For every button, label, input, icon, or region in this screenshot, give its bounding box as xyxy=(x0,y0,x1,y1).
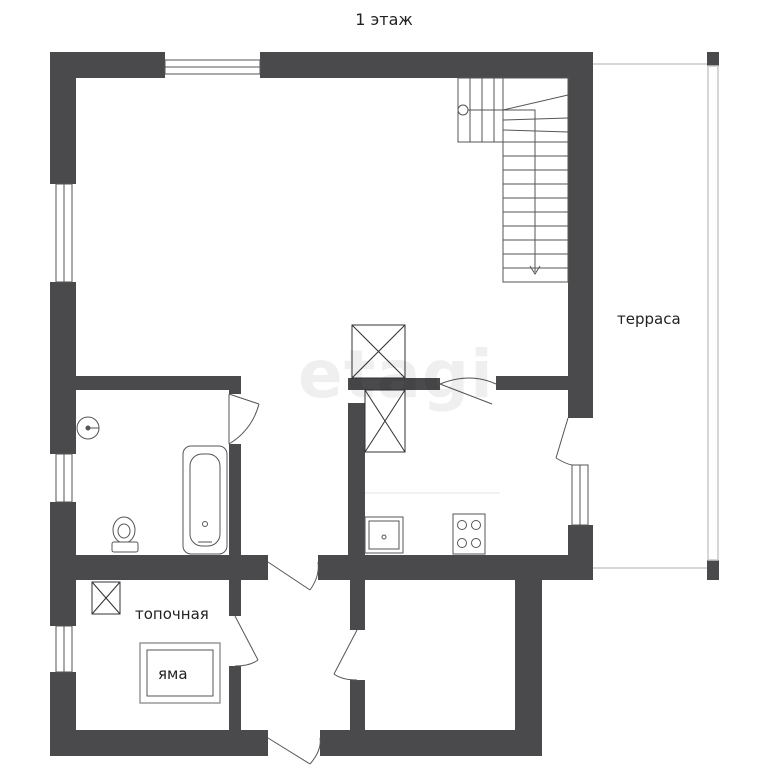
stove-burner xyxy=(457,520,467,530)
wall-mid-left xyxy=(76,555,268,580)
wall-kitchen-top-right xyxy=(496,376,593,390)
wall-mid-center xyxy=(318,555,500,580)
wall-kitchen-bottom-right xyxy=(498,555,593,580)
toilet-tank xyxy=(111,541,139,553)
stove-icon xyxy=(452,513,486,555)
walls xyxy=(50,52,719,756)
stair-winder xyxy=(502,94,569,111)
door-storage-arc xyxy=(333,673,358,681)
wall-left-1 xyxy=(50,52,76,184)
bathroom-fixtures xyxy=(76,416,228,555)
wall-corridor-left-1 xyxy=(229,580,241,616)
terrace-outline xyxy=(593,63,719,569)
wall-bath-right xyxy=(229,444,241,556)
floor-title: 1 этаж xyxy=(355,10,413,29)
wall-top-right xyxy=(260,52,593,78)
door-corridor-top-leaf xyxy=(267,561,311,591)
room-label-boiler-room: топочная xyxy=(135,605,209,623)
door-terrace-arc xyxy=(555,457,573,466)
wall-bath-top xyxy=(76,376,241,390)
door-boiler-leaf xyxy=(234,615,259,661)
stair-direction-line xyxy=(468,109,536,272)
door-kitchen-leaf xyxy=(439,383,493,405)
stove-burner xyxy=(457,538,467,548)
bathtub-inner xyxy=(189,453,221,547)
terrace-railing xyxy=(707,65,719,561)
wall-kitchen-top-left xyxy=(348,378,440,390)
stair-arrow-icon xyxy=(529,265,541,275)
toilet-bowl xyxy=(117,523,131,539)
vent-shafts xyxy=(91,324,406,615)
door-boiler-arc xyxy=(234,659,259,667)
doors xyxy=(228,377,573,765)
wall-left-3 xyxy=(50,502,76,626)
door-entrance-leaf xyxy=(267,737,311,765)
wall-bath-top-stub xyxy=(229,376,241,394)
door-bath-leaf xyxy=(228,393,260,405)
door-corridor-top-arc xyxy=(309,561,319,591)
wall-right-1 xyxy=(568,52,593,418)
door-bath-arc xyxy=(228,403,260,445)
door-entrance-arc xyxy=(309,737,321,765)
room-label-terrace: терраса xyxy=(617,310,681,328)
stove-burner xyxy=(471,538,481,548)
sink-drain xyxy=(85,425,91,431)
stove-burner xyxy=(471,520,481,530)
vent-cross xyxy=(351,324,406,379)
wall-corridor-left-2 xyxy=(229,666,241,756)
vent-cross xyxy=(364,389,406,453)
watermark: etagi xyxy=(298,336,494,413)
stair-start-circle-icon xyxy=(457,104,469,116)
wall-left-2 xyxy=(50,282,76,454)
door-terrace-leaf xyxy=(555,417,569,459)
pit xyxy=(139,642,221,704)
door-storage-leaf xyxy=(333,629,358,675)
vent-cross xyxy=(91,581,121,615)
windows xyxy=(55,59,589,673)
staircase xyxy=(457,77,569,283)
wall-kitchen-left xyxy=(348,403,365,555)
kitchen-sink-drain xyxy=(381,534,387,540)
wall-corridor-right-1 xyxy=(350,580,365,630)
terrace-post-top xyxy=(707,52,719,66)
kitchen-fixtures xyxy=(364,492,500,555)
door-kitchen-arc xyxy=(439,377,497,385)
wall-right-lower xyxy=(515,555,542,755)
kitchen-sink-basin xyxy=(368,520,400,550)
wall-corridor-right-2 xyxy=(350,680,365,756)
pit-inner xyxy=(146,649,214,697)
bathtub-drain xyxy=(202,521,208,527)
terrace-post-bottom xyxy=(707,560,719,580)
room-label-pit: яма xyxy=(158,665,188,683)
